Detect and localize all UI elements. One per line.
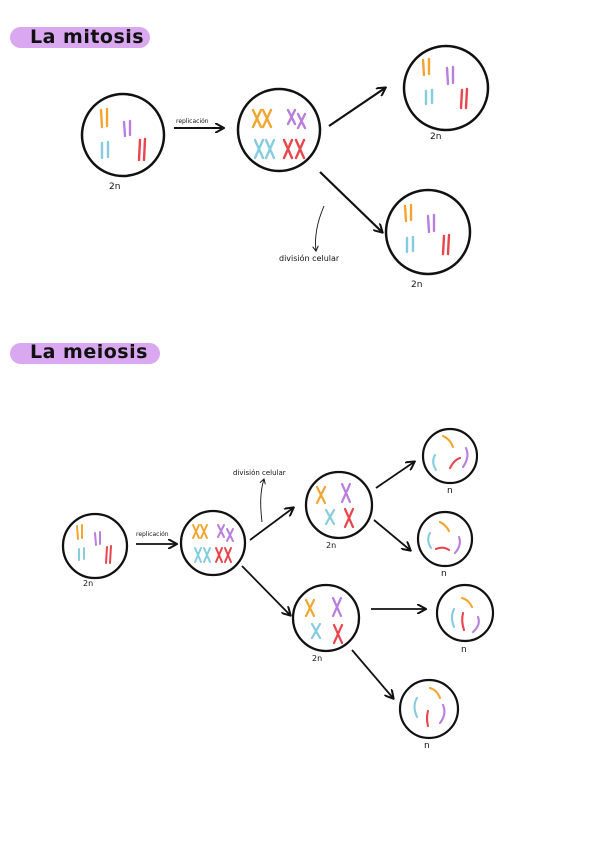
mitosis-title-pill <box>10 27 150 48</box>
mitosis-child-top-ploidy: 2n <box>430 132 442 142</box>
meiosis-gamete-2 <box>416 510 474 568</box>
meiosis-gamete-4 <box>398 678 460 740</box>
meiosis-gamete-2-ploidy: n <box>441 569 447 579</box>
meiosis-division-pointer <box>261 479 264 523</box>
meiosis-gamete-4-ploidy: n <box>424 741 430 751</box>
mitosis-arrow-bottom <box>319 171 382 232</box>
mitosis-child-bottom-ploidy: 2n <box>411 280 423 290</box>
mitosis-division-label: división celular <box>279 254 340 263</box>
meiosis-parent-cell <box>61 512 129 580</box>
meiosis-arrow-gamete-4 <box>351 649 393 698</box>
meiosis-arrow-gamete-2 <box>373 519 410 550</box>
mitosis-daughter-cell-bottom <box>384 188 472 276</box>
meiosis-arrow-to-bottom <box>241 565 290 615</box>
meiosis-arrow-gamete-1 <box>375 462 414 489</box>
meiosis-parent-ploidy: 2n <box>83 579 94 588</box>
meiosis-title-pill <box>10 343 160 364</box>
meiosis-gamete-3-ploidy: n <box>461 645 467 655</box>
meiosis-replicated-cell <box>179 509 247 577</box>
meiosis-mid-top-ploidy: 2n <box>326 541 337 550</box>
meiosis-mid-bottom-ploidy: 2n <box>312 654 323 663</box>
meiosis-arrow-to-top <box>249 508 293 541</box>
meiosis-title: La meiosis <box>30 341 148 363</box>
meiosis-mid-cell-top <box>304 470 374 540</box>
mitosis-daughter-cell-top <box>402 44 490 132</box>
mitosis-replicated-cell <box>236 87 322 173</box>
meiosis-gamete-1-ploidy: n <box>447 486 453 496</box>
mitosis-replication-label: replicación <box>176 118 209 125</box>
meiosis-division-label: división celular <box>233 469 286 477</box>
meiosis-gamete-3 <box>435 583 495 643</box>
mitosis-arrow-top <box>328 88 385 127</box>
mitosis-division-pointer <box>315 205 325 251</box>
meiosis-mid-cell-bottom <box>291 583 361 653</box>
mitosis-parent-ploidy: 2n <box>109 182 121 192</box>
meiosis-gamete-1 <box>421 427 479 485</box>
mitosis-parent-cell <box>80 92 166 178</box>
meiosis-replication-label: replicación <box>136 531 169 538</box>
mitosis-title: La mitosis <box>30 26 145 48</box>
